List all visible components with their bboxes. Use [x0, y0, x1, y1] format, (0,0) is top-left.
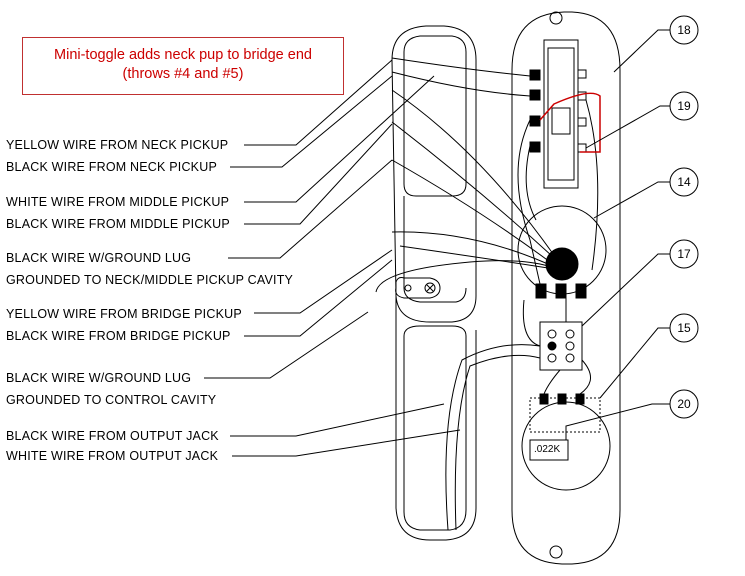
label-black-bridge: BLACK WIRE FROM BRIDGE PICKUP: [6, 329, 231, 343]
control-plate: [511, 11, 621, 565]
label-white-middle: WHITE WIRE FROM MIDDLE PICKUP: [6, 195, 230, 209]
callout-14: 14: [677, 175, 691, 189]
callout-15: 15: [677, 321, 691, 335]
callout-18: 18: [677, 23, 691, 37]
label-yellow-neck: YELLOW WIRE FROM NECK PICKUP: [6, 138, 229, 152]
label-white-output: WHITE WIRE FROM OUTPUT JACK: [6, 449, 219, 463]
callout-19: 19: [677, 99, 691, 113]
label-black-middle: BLACK WIRE FROM MIDDLE PICKUP: [6, 217, 230, 231]
note-box: Mini-toggle adds neck pup to bridge end …: [22, 37, 344, 95]
label-yellow-bridge: YELLOW WIRE FROM BRIDGE PICKUP: [6, 307, 242, 321]
label-black-neck: BLACK WIRE FROM NECK PICKUP: [6, 160, 217, 174]
label-black-output: BLACK WIRE FROM OUTPUT JACK: [6, 429, 219, 443]
mini-toggle: [539, 321, 583, 371]
note-line-1: Mini-toggle adds neck pup to bridge end: [54, 47, 312, 63]
selector-switch: [529, 39, 587, 189]
capacitor: [529, 439, 569, 461]
capacitor-label: .022K: [534, 444, 561, 455]
callout-17: 17: [677, 247, 691, 261]
wires: [375, 57, 599, 531]
red-wire: [539, 92, 601, 153]
label-grounded-control: GROUNDED TO CONTROL CAVITY: [6, 393, 217, 407]
label-black-ground-lug-1: BLACK WIRE W/GROUND LUG: [6, 251, 192, 265]
ground-lug: [395, 277, 441, 299]
callout-20: 20: [677, 397, 691, 411]
volume-pot: [517, 205, 607, 299]
note-line-2: (throws #4 and #5): [122, 66, 244, 82]
pickup-route-outline: [391, 25, 477, 541]
label-grounded-neck-middle: GROUNDED TO NECK/MIDDLE PICKUP CAVITY: [6, 273, 294, 287]
label-black-ground-lug-2: BLACK WIRE W/GROUND LUG: [6, 371, 192, 385]
tone-pot: [521, 393, 611, 491]
callout-leaders: [204, 15, 699, 457]
